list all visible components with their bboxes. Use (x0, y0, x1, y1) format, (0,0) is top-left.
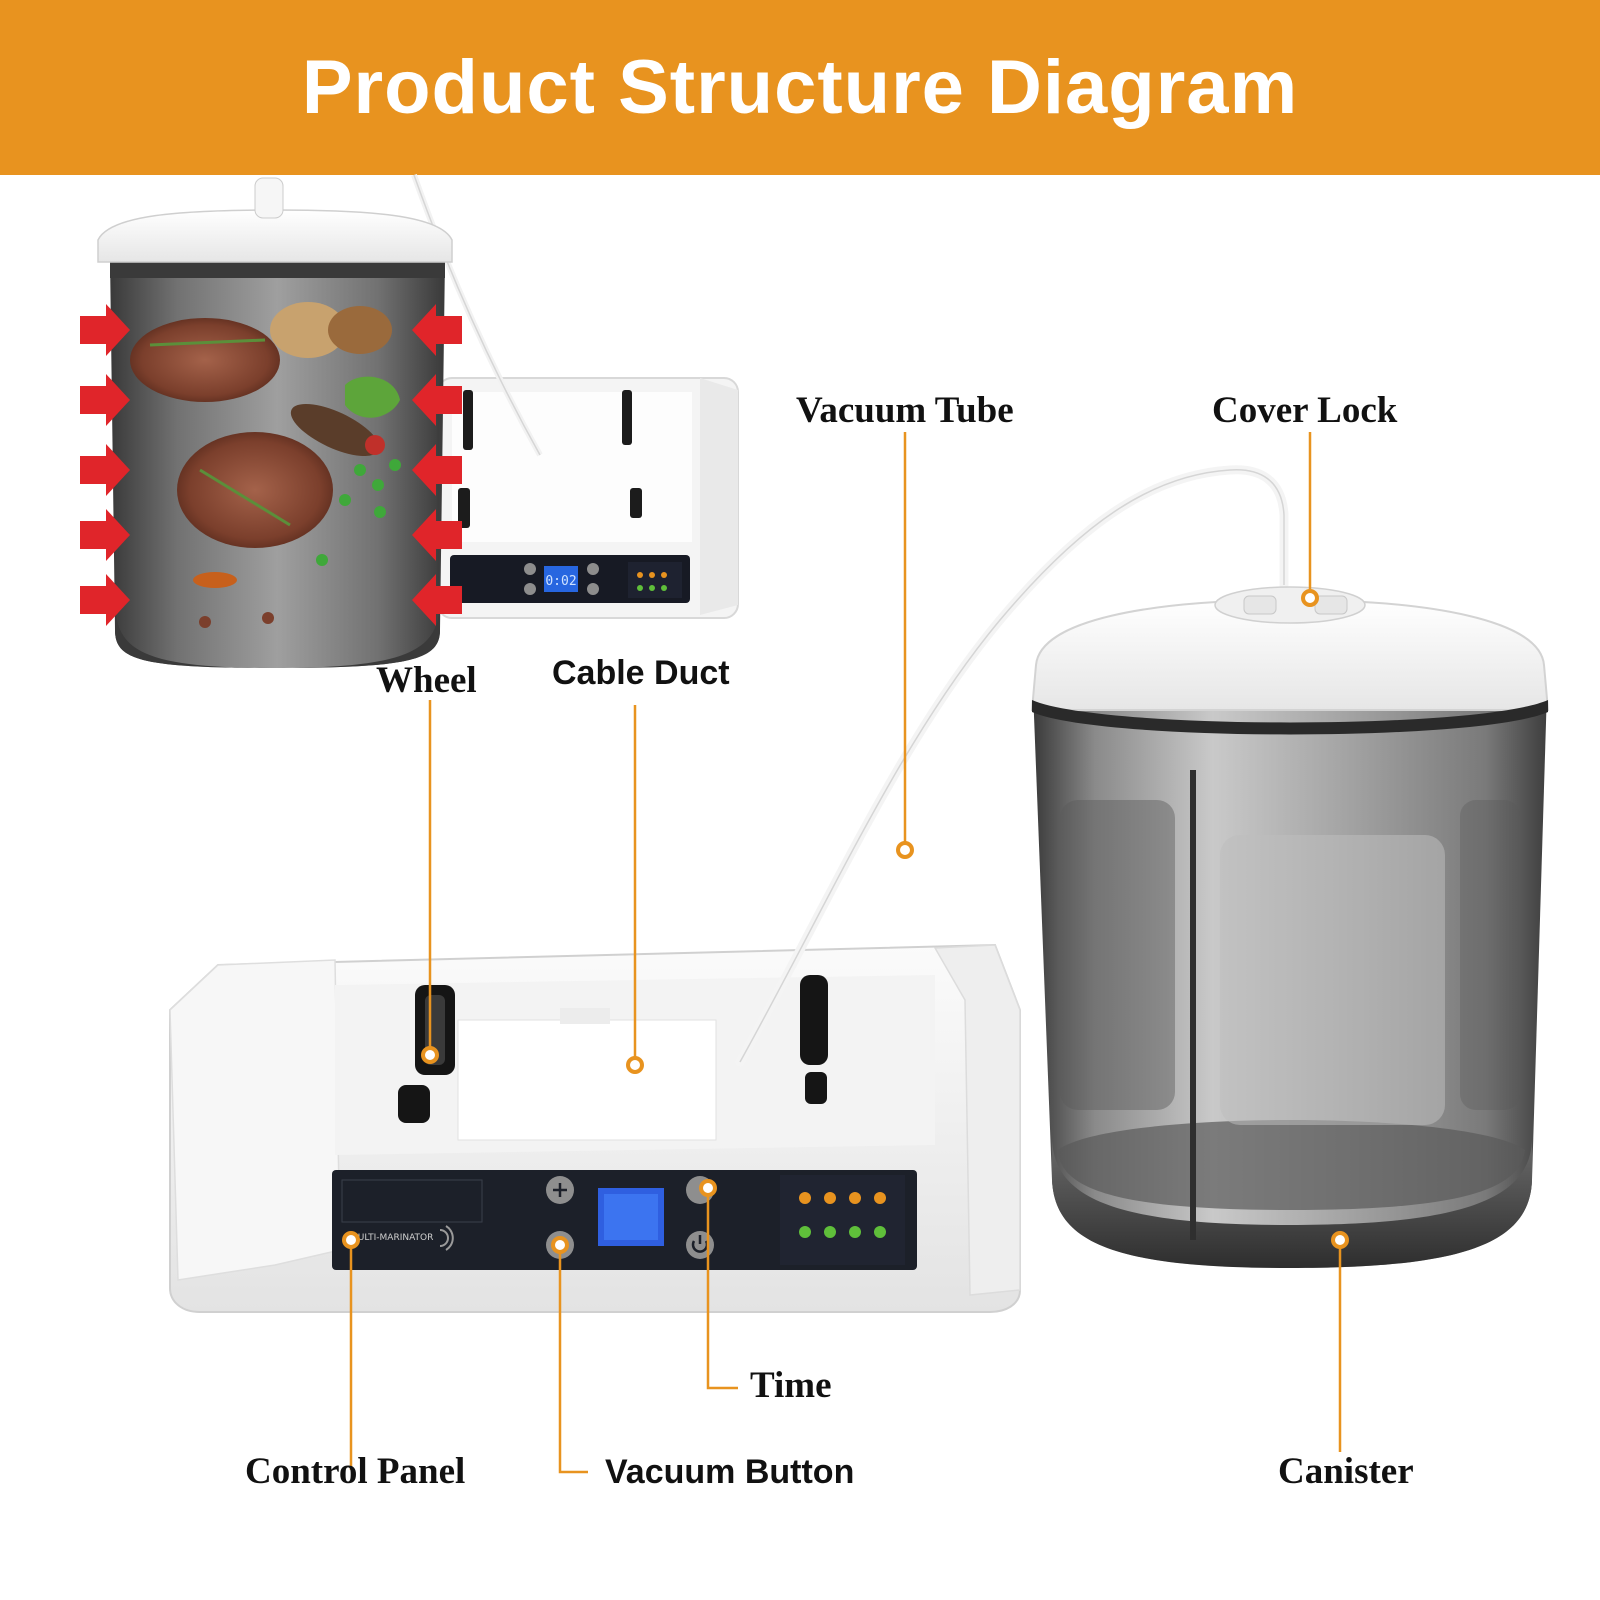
vacuum-tube (735, 465, 1289, 1067)
label-vacuum-tube: Vacuum Tube (796, 390, 1014, 431)
page-title: Product Structure Diagram (301, 45, 1299, 130)
base-unit: MULTI-MARINATOR (169, 943, 1021, 1313)
inset-display-readout: 0:02 (545, 574, 576, 589)
canister (1030, 586, 1550, 1268)
inset-base-unit: 0:02 (437, 377, 739, 619)
label-control-panel: Control Panel (245, 1451, 466, 1492)
inset-canister (97, 177, 453, 668)
svg-text:MULTI-MARINATOR: MULTI-MARINATOR (350, 1233, 433, 1243)
header-banner: Product Structure Diagram (0, 0, 1600, 175)
label-cover-lock: Cover Lock (1212, 390, 1398, 431)
label-time: Time (750, 1365, 832, 1406)
label-vacuum-button: Vacuum Button (605, 1453, 855, 1491)
callout-leaders (349, 432, 1342, 1474)
label-wheel: Wheel (376, 660, 477, 701)
label-canister: Canister (1278, 1451, 1414, 1492)
control-panel: MULTI-MARINATOR (332, 1170, 917, 1270)
label-cable-duct: Cable Duct (552, 654, 730, 692)
inset-product-view: 0:02 (80, 173, 739, 668)
callout-dots (342, 589, 1349, 1254)
